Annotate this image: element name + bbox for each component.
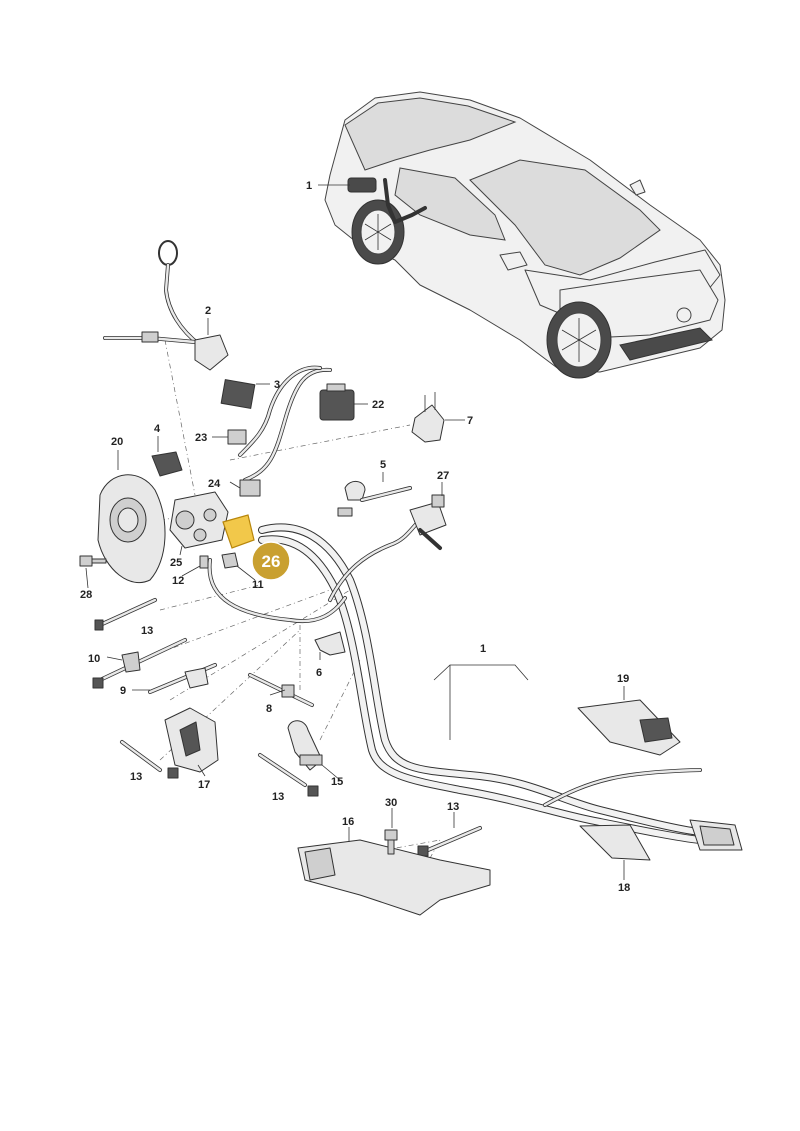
main-charging-harness — [207, 365, 743, 851]
part-5-cable-holder — [337, 481, 412, 517]
part-28-bolt — [79, 555, 107, 567]
callout-4: 4 — [154, 423, 161, 435]
part-16-cable-duct — [297, 839, 491, 916]
part-23-connector — [227, 429, 247, 445]
part-9-tie-with-clip — [148, 663, 217, 694]
callout-7: 7 — [467, 415, 473, 427]
part-19-cover — [577, 699, 681, 756]
callout-20: 20 — [111, 436, 123, 448]
part-26-highlighted-component[interactable] — [222, 514, 255, 549]
callout-1-harness: 1 — [480, 643, 486, 655]
part-22-control-unit — [319, 383, 355, 421]
callout-10: 10 — [88, 653, 100, 665]
callout-13-a: 13 — [141, 625, 153, 637]
callout-19: 19 — [617, 673, 629, 685]
callout-23: 23 — [195, 432, 207, 444]
part-10-tie-with-clip — [92, 638, 187, 689]
part-3-module — [220, 379, 256, 409]
callout-12: 12 — [172, 575, 184, 587]
callout-13-c: 13 — [272, 791, 284, 803]
part-15-holder — [287, 720, 323, 771]
part-20-charging-flap-housing — [97, 474, 166, 584]
part-6-clip — [314, 631, 346, 656]
callout-labels: 1 1 2 3 4 5 6 7 8 9 10 11 12 13 13 13 13… — [80, 180, 630, 894]
highlight-badge-label: 26 — [262, 552, 281, 571]
part-8-tie — [248, 673, 314, 707]
part-7-bracket — [411, 392, 445, 443]
callout-6: 6 — [316, 667, 322, 679]
callout-16: 16 — [342, 816, 354, 828]
callout-28: 28 — [80, 589, 92, 601]
callout-13-d: 13 — [447, 801, 459, 813]
callout-15: 15 — [331, 776, 343, 788]
callout-18: 18 — [618, 882, 630, 894]
callout-27: 27 — [437, 470, 449, 482]
callout-3: 3 — [274, 379, 280, 391]
part-24-connector — [239, 479, 261, 497]
callout-25: 25 — [170, 557, 182, 569]
part-11-clip — [221, 552, 239, 569]
callout-leaders — [85, 318, 625, 880]
part-12-screw — [199, 555, 209, 569]
callout-17: 17 — [198, 779, 210, 791]
part-4-clip — [151, 451, 183, 477]
part-30-bolt — [384, 829, 398, 855]
callout-11: 11 — [252, 579, 264, 591]
callout-22: 22 — [372, 399, 384, 411]
callout-9: 9 — [120, 685, 126, 697]
part-25-charging-socket — [169, 491, 229, 549]
highlight-badge-26[interactable]: 26 — [251, 541, 291, 581]
callout-2: 2 — [205, 305, 211, 317]
part-18-cover — [579, 824, 651, 861]
part-17-bracket — [164, 707, 219, 773]
callout-13-b: 13 — [130, 771, 142, 783]
part-13-cable-ties — [94, 598, 482, 857]
callout-24: 24 — [208, 478, 221, 490]
callout-30: 30 — [385, 797, 397, 809]
callout-8: 8 — [266, 703, 272, 715]
part-2-release-cable — [103, 240, 229, 371]
part-27-plug — [409, 494, 447, 550]
callout-5: 5 — [380, 459, 386, 471]
callout-1-car: 1 — [306, 180, 312, 192]
vehicle-illustration — [318, 91, 726, 379]
